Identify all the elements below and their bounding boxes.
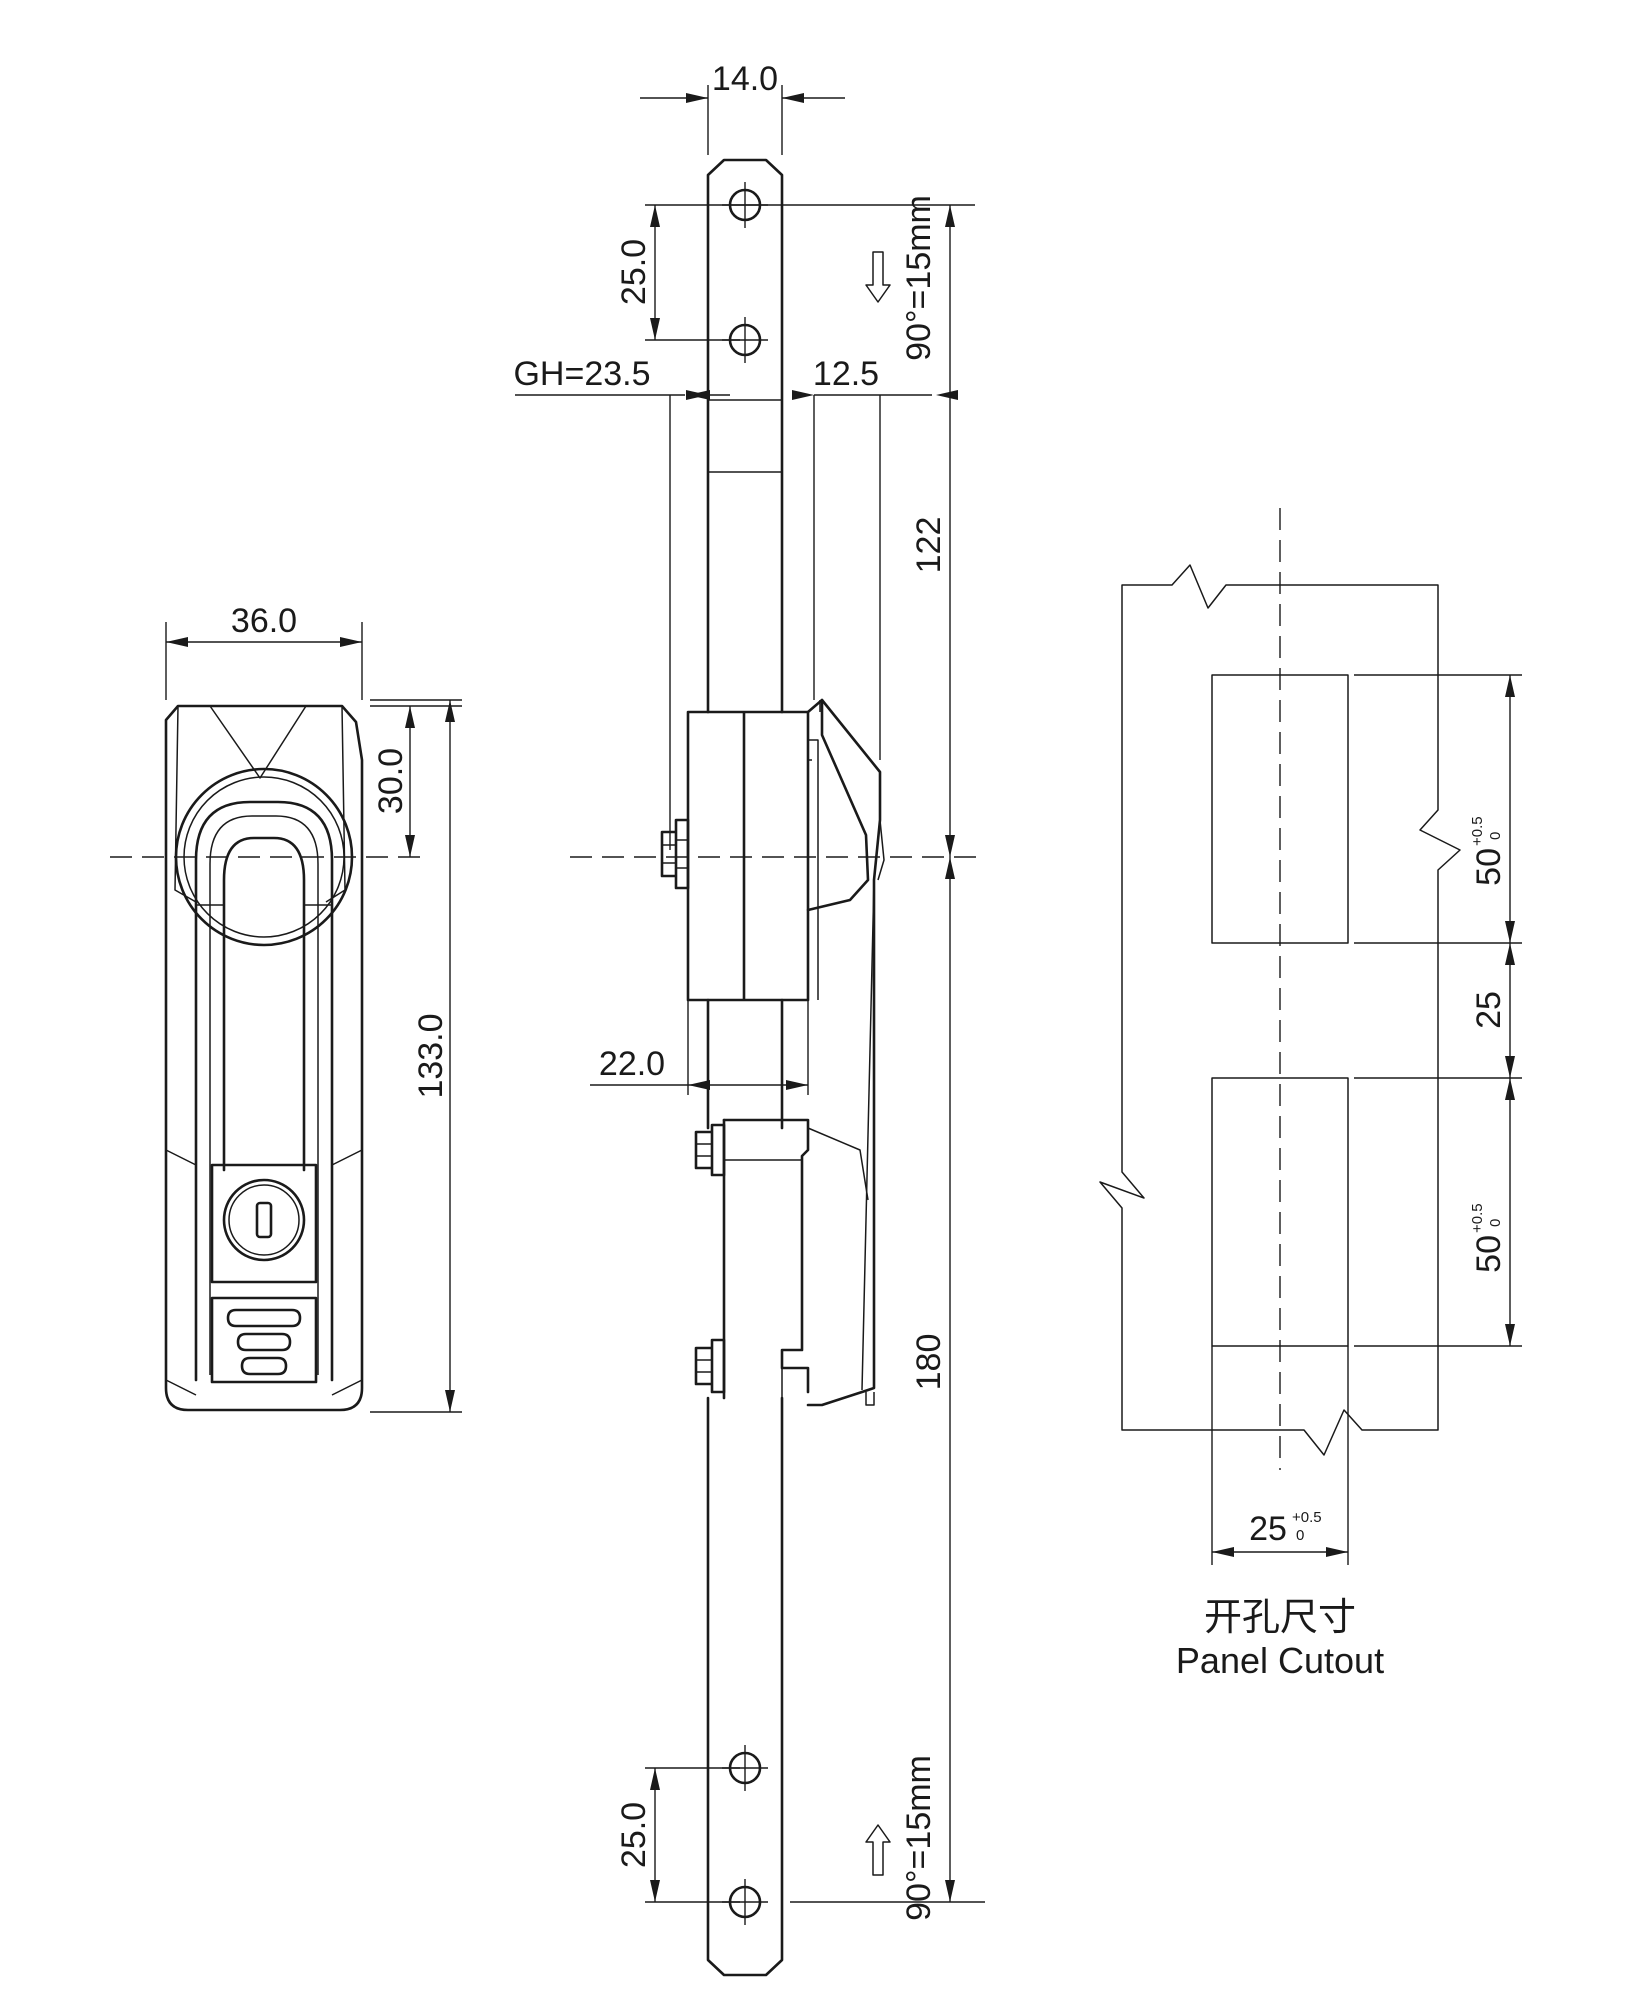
handle-lever xyxy=(194,800,334,1382)
dim-body-depth: 22.0 xyxy=(599,1045,665,1083)
dim-lower-length: 180 xyxy=(910,1334,948,1391)
grip-ridges xyxy=(226,1308,302,1376)
key-lock xyxy=(222,1178,306,1262)
bolt-lower-1 xyxy=(694,1123,726,1177)
front-housing-outline xyxy=(164,704,364,1412)
stroke-arrow-down xyxy=(865,251,891,303)
panel-outline xyxy=(1099,564,1461,1456)
dim-upper-length: 122 xyxy=(910,517,948,574)
dim-bottom-hole-pitch: 25.0 xyxy=(615,1802,653,1868)
lock-body xyxy=(686,710,810,1002)
side-view: 14.0 25.0 GH=23.5 12.5 90°=15mm 122 22.0 xyxy=(513,60,985,1977)
dim-gh: GH=23.5 xyxy=(513,355,650,393)
dim-handle-center: 30.0 xyxy=(372,748,410,814)
panel-cutout-view: 50 +0.5 0 25 50 +0.5 0 25 +0.5 0 开孔尺寸 Pa… xyxy=(1099,508,1522,1681)
dim-rod-width: 14.0 xyxy=(712,60,778,98)
rod-lower xyxy=(706,998,784,1977)
stroke-lower-label: 90°=15mm xyxy=(900,1755,938,1921)
lower-bracket xyxy=(722,1118,810,1394)
tol-width-plus: +0.5 xyxy=(1292,1509,1322,1526)
dim-top-hole-pitch: 25.0 xyxy=(615,239,653,305)
dim-width: 36.0 xyxy=(231,602,297,640)
dim-upper-cutout: 50 xyxy=(1470,848,1508,886)
stroke-arrow-up xyxy=(865,1824,891,1876)
bolt-lower-2 xyxy=(694,1338,726,1394)
panel-cutout-title-cn: 开孔尺寸 xyxy=(1204,1595,1356,1639)
tol-upper-plus: +0.5 xyxy=(1469,816,1486,846)
dim-height: 133.0 xyxy=(412,1013,450,1098)
tol-lower-minus: 0 xyxy=(1487,1219,1504,1227)
tol-lower-plus: +0.5 xyxy=(1469,1203,1486,1233)
stroke-upper-label: 90°=15mm xyxy=(900,195,938,361)
dim-lower-cutout: 50 xyxy=(1470,1235,1508,1273)
bolt-upper xyxy=(660,818,690,890)
keyhole xyxy=(255,1201,273,1239)
rod-upper xyxy=(706,158,784,714)
panel-cutout-title-en: Panel Cutout xyxy=(1176,1640,1384,1681)
dim-offset: 12.5 xyxy=(813,355,879,393)
dim-cutout-width: 25 xyxy=(1249,1510,1287,1548)
handle-head-ring xyxy=(174,767,354,947)
tol-upper-minus: 0 xyxy=(1487,832,1504,840)
front-view: 36.0 30.0 133.0 xyxy=(110,602,462,1413)
dim-gap: 25 xyxy=(1470,991,1508,1029)
tol-width-minus: 0 xyxy=(1296,1527,1304,1544)
